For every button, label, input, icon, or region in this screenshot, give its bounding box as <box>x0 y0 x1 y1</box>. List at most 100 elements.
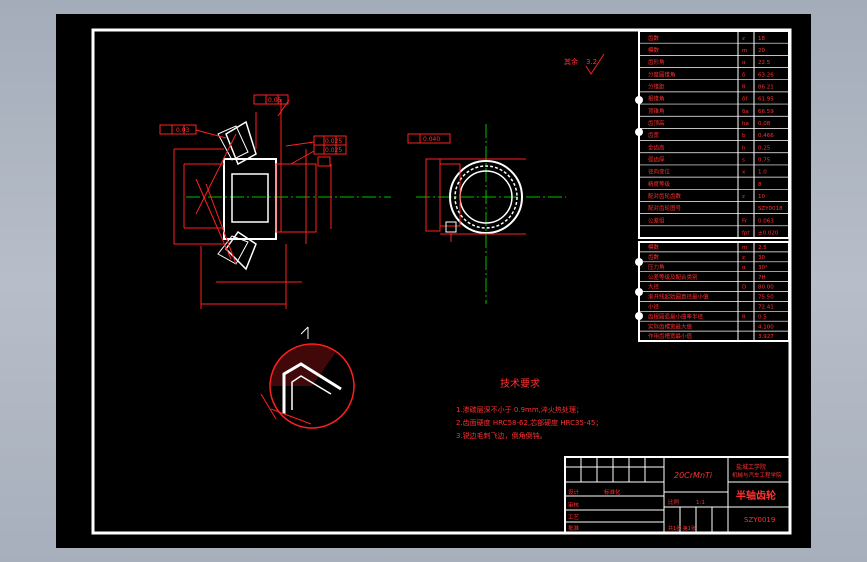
param-row-val-7: 0.08 <box>758 121 771 127</box>
param-row-name-8: 齿宽 <box>648 131 660 139</box>
spline-row-val-5: 75.50 <box>758 295 774 301</box>
tech-note-1: 1.渗碳层深不小于 0.9mm,淬火热处理； <box>456 405 583 414</box>
param-row-val-3: 63.26 <box>758 72 774 78</box>
spline-row-val-1: 30 <box>758 255 765 261</box>
param-row-val-11: 1.0 <box>758 170 767 176</box>
param-row-sym-16: fpt <box>742 231 750 237</box>
param-row-sym-13: z <box>742 194 745 200</box>
param-row-sym-10: s <box>742 158 745 164</box>
spline-row-sym-0: m <box>742 245 747 251</box>
tech-requirements: 技术要求 1.渗碳层深不小于 0.9mm,淬火热处理； 2.齿面硬度 HRC58… <box>456 377 602 440</box>
param-row-name-13: 配对齿轮齿数 <box>648 192 682 200</box>
spline-row-sym-2: α <box>742 265 746 271</box>
tech-note-3: 3.锐边毛刺飞边，倒角倒钝。 <box>456 431 547 440</box>
spline-row-val-4: 80.00 <box>758 285 774 291</box>
spline-row-name-7: 齿根圆弧最小曲率半径 <box>648 312 704 320</box>
param-row-name-14: 配对齿轮图号 <box>648 204 682 212</box>
spline-row-val-3: 7H <box>758 275 766 281</box>
school-line2: 机械与汽车工程学院 <box>732 471 782 479</box>
param-row-val-4: 86.21 <box>758 84 774 90</box>
param-row-val-6: 66.59 <box>758 109 774 115</box>
spline-row-name-0: 模数 <box>648 243 660 251</box>
spline-row-val-6: 72.41 <box>758 305 774 311</box>
tb-sheet: 共1张 第1张 <box>668 525 696 532</box>
tb-scale-label: 比例 <box>668 498 680 506</box>
tech-note-2: 2.齿面硬度 HRC58-62,芯部硬度 HRC35-45； <box>456 418 602 427</box>
spline-row-name-1: 齿数 <box>648 253 660 261</box>
param-row-name-9: 全齿高 <box>648 143 665 151</box>
param-row-sym-11: x <box>742 170 746 176</box>
title-block <box>564 456 791 534</box>
part-name: 半轴齿轮 <box>736 489 776 502</box>
param-row-sym-8: b <box>742 133 746 139</box>
param-row-val-12: 8 <box>758 182 762 188</box>
gear-end-view <box>416 124 566 304</box>
param-row-sym-3: δ <box>742 72 746 78</box>
spline-row-name-9: 作用齿槽宽最小值 <box>648 332 693 340</box>
param-row-val-15: 0.063 <box>758 218 774 224</box>
tb-cell-design: 设计 <box>568 488 580 496</box>
param-row-val-5: 61.95 <box>758 97 774 103</box>
param-row-name-12: 精度等级 <box>648 180 671 188</box>
param-row-name-0: 齿数 <box>648 34 660 42</box>
drawing-canvas: 0.03 0.05 0.025 0.025 0.040 其余 3.2 技术要求 … <box>91 28 792 535</box>
runout-b-label: 0.025 <box>325 147 342 154</box>
tb-cell-approve: 批准 <box>568 524 580 532</box>
runout-right-label: 0.040 <box>423 136 440 143</box>
roughness-value: 3.2 <box>586 58 597 66</box>
roughness-note: 其余 <box>564 57 578 66</box>
param-row-name-4: 分锥距 <box>648 82 665 90</box>
param-row-val-16: ±0.020 <box>758 231 779 237</box>
drawing-number: SZY0019 <box>744 516 775 524</box>
param-row-val-1: 20 <box>758 48 765 54</box>
school-line1: 盐城工学院 <box>736 463 766 471</box>
param-row-val-13: 10 <box>758 194 765 200</box>
spline-row-val-0: 2.5 <box>758 245 767 251</box>
param-row-sym-0: z <box>742 36 745 42</box>
runout-a-label: 0.025 <box>325 138 342 145</box>
param-row-sym-9: h <box>742 145 746 151</box>
param-row-sym-6: δa <box>742 109 749 115</box>
spline-row-name-5: 渐开线起始圆直径最小值 <box>648 293 709 301</box>
param-row-sym-5: δf <box>742 97 748 103</box>
param-row-name-10: 弧齿厚 <box>648 156 665 164</box>
table-edge-marks <box>635 96 643 320</box>
tb-cell-process: 工艺 <box>568 514 580 521</box>
spline-row-sym-4: D <box>742 285 746 291</box>
material-label: 20CrMnTi <box>674 471 713 480</box>
cad-viewport[interactable]: 0.03 0.05 0.025 0.025 0.040 其余 3.2 技术要求 … <box>56 14 811 548</box>
param-row-name-15: 公差组 <box>648 216 665 224</box>
param-row-name-6: 顶锥角 <box>648 107 665 115</box>
param-row-sym-2: α <box>742 60 746 66</box>
param-row-name-2: 齿形角 <box>648 58 665 66</box>
detail-section-view <box>260 326 355 429</box>
param-row-name-3: 分度圆锥角 <box>648 70 676 78</box>
param-row-name-11: 径向变位 <box>648 168 671 176</box>
spline-row-name-8: 实际齿槽宽最大值 <box>648 322 693 330</box>
spline-row-name-4: 大径 <box>648 283 660 291</box>
param-row-sym-15: Fr <box>742 218 748 224</box>
param-row-val-9: 0.25 <box>758 145 771 151</box>
tb-cell-review: 审核 <box>568 501 580 509</box>
param-row-name-1: 模数 <box>648 46 660 54</box>
gear-section-view <box>159 94 451 309</box>
tb-cell-standard: 标准化 <box>604 488 621 496</box>
tech-title: 技术要求 <box>500 377 540 390</box>
spline-row-name-6: 小径 <box>648 303 660 311</box>
tb-scale: 1:1 <box>696 500 705 506</box>
flatness-top-label: 0.05 <box>268 97 282 104</box>
spline-row-sym-7: R <box>742 314 746 320</box>
param-row-val-0: 18 <box>758 36 765 42</box>
param-row-val-2: 22.5 <box>758 60 771 66</box>
param-row-val-10: 0.75 <box>758 158 771 164</box>
param-row-sym-4: R <box>742 84 746 90</box>
param-row-val-8: 0.466 <box>758 133 774 139</box>
param-row-val-14: SZY0018 <box>758 206 783 212</box>
spline-row-val-8: 4.100 <box>758 324 774 330</box>
spline-row-val-2: 30° <box>758 265 768 271</box>
spline-row-val-7: 0.5 <box>758 314 767 320</box>
spline-row-sym-1: z <box>742 255 745 261</box>
param-row-name-5: 根锥角 <box>648 95 665 103</box>
